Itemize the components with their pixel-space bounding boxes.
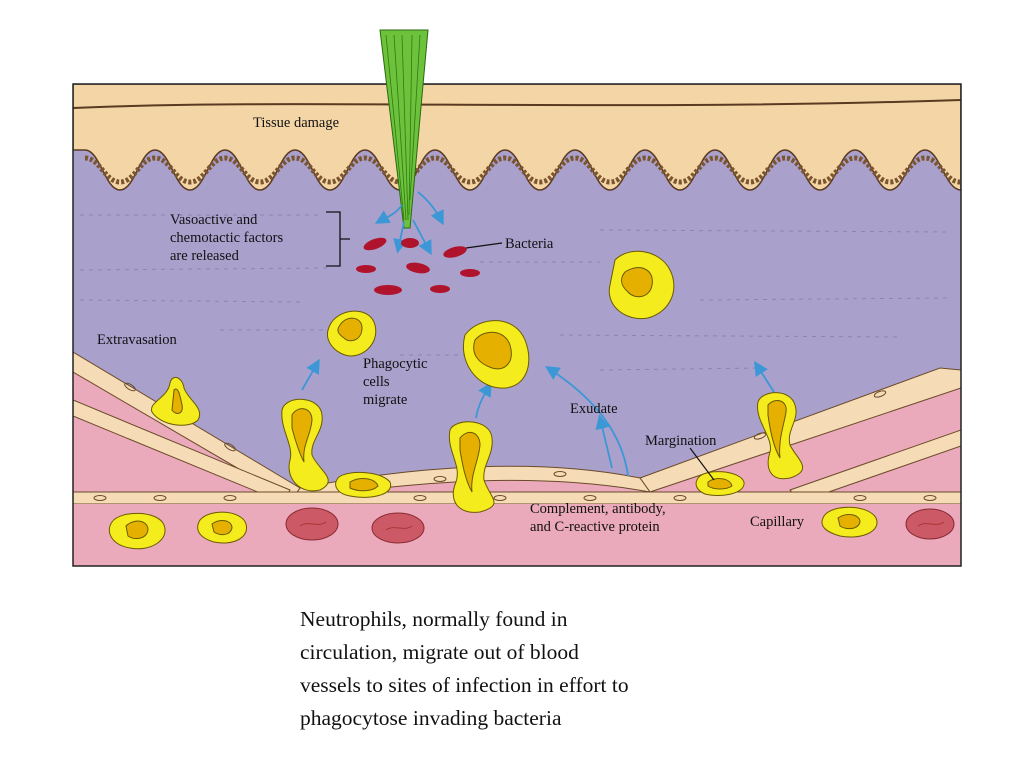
bacterium bbox=[406, 262, 430, 274]
bacterium bbox=[363, 237, 387, 251]
bacteria-group bbox=[356, 237, 480, 295]
neutrophils-extravasating bbox=[151, 376, 804, 513]
label-extravasation: Extravasation bbox=[97, 332, 177, 348]
caption: Neutrophils, normally found in circulati… bbox=[300, 603, 760, 735]
vasoactive-bracket bbox=[326, 211, 350, 267]
bacterium bbox=[356, 265, 376, 273]
label-vasoactive-1: Vasoactive and bbox=[170, 212, 258, 228]
label-complement-2: and C-reactive protein bbox=[530, 519, 660, 535]
caption-line: phagocytose invading bacteria bbox=[300, 706, 562, 730]
endothelial-nuclei bbox=[93, 382, 937, 501]
vessel-wall-bottom bbox=[73, 491, 961, 505]
diagram-frame bbox=[72, 83, 962, 567]
caption-line: vessels to sites of infection in effort … bbox=[300, 673, 629, 697]
label-phagocytic-1: Phagocytic bbox=[363, 356, 427, 372]
bacterium bbox=[401, 238, 419, 248]
label-phagocytic-2: cells bbox=[363, 374, 390, 390]
tissue-texture bbox=[79, 214, 951, 371]
capillary-cells bbox=[108, 506, 955, 550]
thorn-icon bbox=[379, 29, 429, 229]
label-complement-1: Complement, antibody, bbox=[530, 501, 666, 517]
label-bacteria: Bacteria bbox=[505, 236, 554, 252]
margination-pointer bbox=[689, 447, 715, 481]
bacterium bbox=[430, 285, 450, 293]
red-blood-cells bbox=[285, 507, 955, 544]
label-tissue-damage: Tissue damage bbox=[253, 115, 339, 131]
neutrophils-tissue bbox=[327, 250, 675, 389]
caption-line: circulation, migrate out of blood bbox=[300, 640, 579, 664]
skin-surface-line bbox=[73, 99, 961, 109]
label-exudate: Exudate bbox=[570, 401, 618, 417]
label-margination: Margination bbox=[645, 433, 717, 449]
label-phagocytic-3: migrate bbox=[363, 392, 407, 408]
bacterium bbox=[374, 285, 402, 295]
label-vasoactive-2: chemotactic factors bbox=[170, 230, 283, 246]
caption-line: Neutrophils, normally found in bbox=[300, 607, 568, 631]
bacteria-pointer bbox=[465, 242, 503, 249]
bacterium bbox=[460, 269, 480, 277]
epidermis-cell-border bbox=[84, 155, 961, 185]
label-vasoactive-3: are released bbox=[170, 248, 240, 264]
bacterium bbox=[443, 246, 467, 258]
label-capillary: Capillary bbox=[750, 514, 805, 530]
migration-arrows bbox=[301, 191, 775, 477]
thorn-texture bbox=[385, 34, 421, 221]
